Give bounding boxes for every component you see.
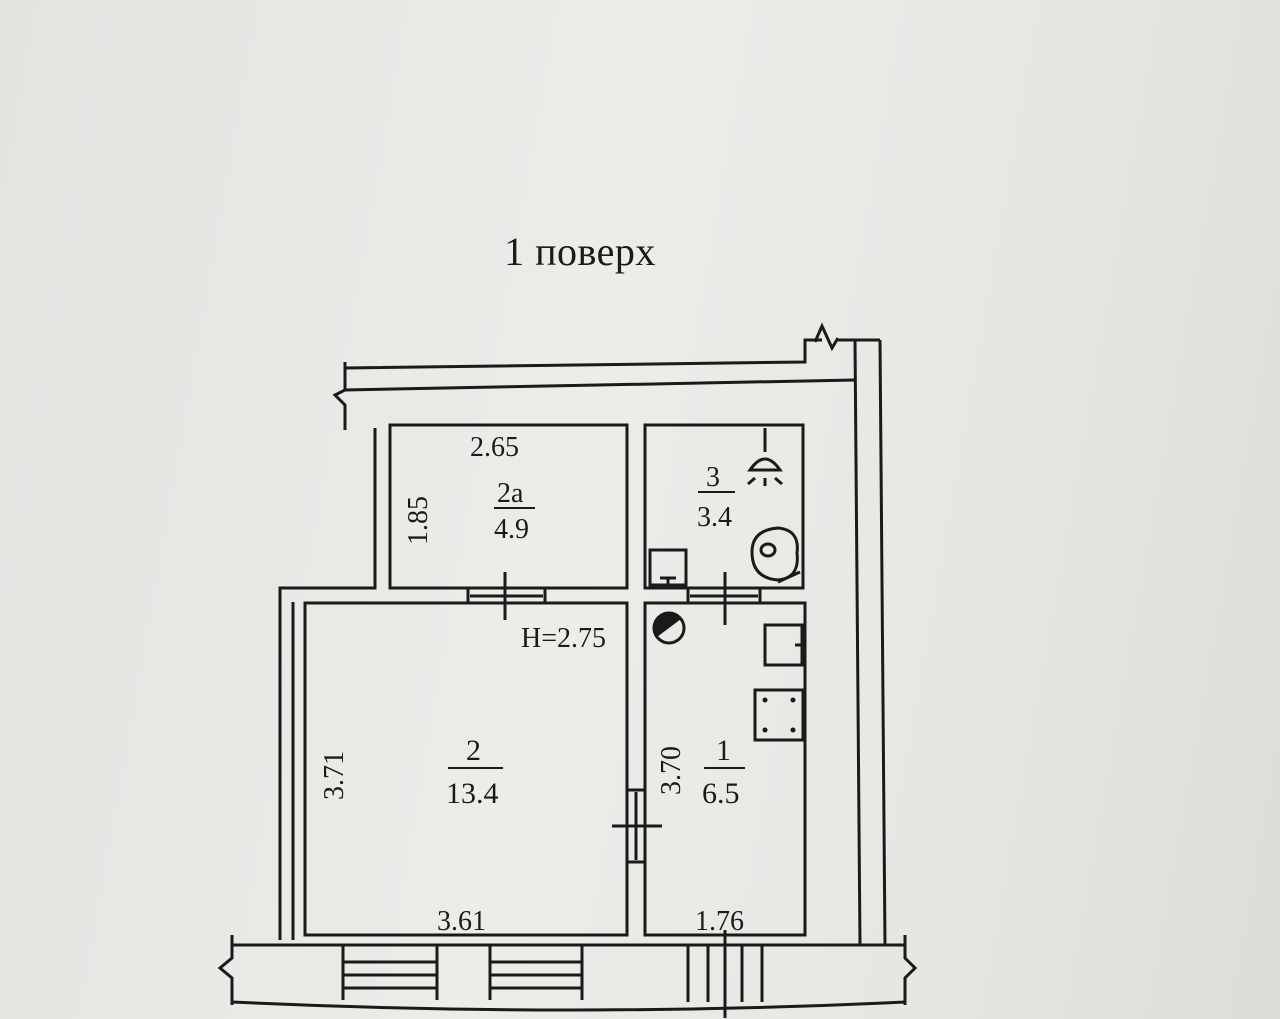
floor-title: 1 поверх [504,229,656,274]
room-2-width: 3.61 [437,906,486,937]
room-1-width: 1.76 [695,906,744,937]
shower-icon [747,428,783,486]
outer-wall-top [344,338,880,370]
room-3-area: 3.4 [697,502,732,533]
ceiling-height-label: H=2.75 [521,623,606,654]
break-mark-top-left [332,362,347,430]
break-mark-top-right [813,322,840,352]
room-2-outline [303,601,629,937]
door-entrance [686,930,764,1018]
break-mark-bottom-right [903,935,918,1005]
outer-wall-bottom-outer [231,1000,906,1012]
room-2a-area: 4.9 [494,514,529,545]
door-2-1-opening [612,788,662,864]
room-2a-outline [388,423,629,590]
room-2a-number: 2а [497,478,524,509]
room-2-area: 13.4 [446,777,499,810]
stove-icon [753,688,805,742]
room-1-number: 1 [716,734,731,767]
door-3-opening [686,572,762,625]
toilet-bowl-icon [759,542,777,558]
room-1-depth: 3.70 [656,746,687,795]
outer-wall-right-outer [878,339,887,946]
room-2-number: 2 [466,734,481,767]
boiler-icon [652,611,686,645]
room-2-depth: 3.71 [319,751,350,800]
room-1-area: 6.5 [702,777,740,810]
room-2a-width: 2.65 [470,432,519,463]
stove-burners [762,697,796,733]
toilet-icon [750,526,801,584]
outer-wall-right-inner [853,339,862,946]
outer-wall-top-inner [344,378,856,392]
room-3-number: 3 [706,462,720,493]
room-2a-depth: 1.85 [403,496,434,545]
inner-wall-left-upper [278,428,377,940]
window-center [488,945,584,1000]
window-left [341,945,439,1000]
door-2a-opening [466,572,547,620]
break-mark-bottom-left [217,935,234,1005]
